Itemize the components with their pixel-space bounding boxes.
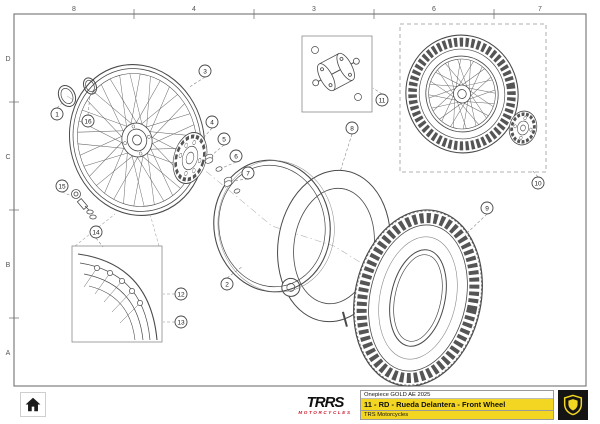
- svg-text:9: 9: [485, 205, 489, 212]
- svg-text:10: 10: [534, 180, 542, 187]
- svg-text:14: 14: [92, 229, 100, 236]
- callout-8[interactable]: 8: [345, 121, 359, 135]
- spoked-wheel: [68, 64, 206, 216]
- svg-text:1: 1: [55, 111, 59, 118]
- callout-5[interactable]: 5: [217, 132, 231, 146]
- svg-text:15: 15: [58, 183, 66, 190]
- assembled-wheel: [405, 34, 519, 154]
- callout-2[interactable]: 2: [220, 277, 234, 291]
- zone-number: 8: [72, 6, 76, 13]
- callout-16[interactable]: 16: [81, 114, 95, 128]
- rim-detail-box: [71, 213, 163, 343]
- svg-text:6: 6: [234, 153, 238, 160]
- callout-1[interactable]: 1: [50, 107, 64, 121]
- zone-letter: B: [6, 262, 11, 269]
- svg-text:13: 13: [177, 319, 185, 326]
- hub-detail-box: [301, 35, 373, 113]
- axle-seals: [57, 77, 98, 108]
- svg-text:2: 2: [225, 281, 229, 288]
- svg-text:5: 5: [222, 136, 226, 143]
- valve-stem-parts: [71, 189, 97, 220]
- brand-subtitle: MOTORCYCLES: [298, 409, 352, 415]
- svg-text:11: 11: [379, 97, 386, 104]
- callout-13[interactable]: 13: [174, 315, 188, 329]
- shield-icon: [563, 394, 583, 416]
- brake-disc: [172, 132, 208, 184]
- svg-text:7: 7: [246, 170, 250, 177]
- model-label: Onepiece GOLD AE 2025: [361, 391, 553, 399]
- svg-text:4: 4: [210, 119, 214, 126]
- zone-number: 7: [538, 6, 542, 13]
- zone-letter: D: [5, 56, 10, 63]
- callout-9[interactable]: 9: [480, 201, 494, 215]
- svg-text:3: 3: [203, 68, 207, 75]
- grid-zone-labels: 8 4 3 6 7 D C B A: [5, 6, 542, 357]
- spokes: [428, 59, 496, 129]
- brand-name: TRRS: [306, 393, 345, 411]
- zone-number: 4: [192, 6, 196, 13]
- callout-4[interactable]: 4: [205, 115, 219, 129]
- part-title: 11 - RD - Rueda Delantera - Front Wheel: [361, 399, 553, 411]
- callout-12[interactable]: 12: [174, 287, 188, 301]
- callout-10[interactable]: 10: [531, 176, 545, 190]
- zone-number: 6: [432, 6, 436, 13]
- brand-badge: [558, 390, 588, 420]
- svg-text:8: 8: [350, 125, 354, 132]
- callout-3[interactable]: 3: [198, 64, 212, 78]
- assembled-brake-disc: [508, 110, 538, 146]
- home-button[interactable]: [20, 392, 46, 417]
- home-icon: [25, 397, 41, 412]
- callout-7[interactable]: 7: [241, 166, 255, 180]
- callout-14[interactable]: 14: [89, 225, 103, 239]
- sheet-border: [13, 13, 587, 387]
- leader-lines: [56, 76, 539, 323]
- company-label: TRS Motorcycles: [361, 411, 553, 419]
- hub-flange-holes: [123, 124, 151, 156]
- assembled-wheel-box: [399, 23, 547, 173]
- svg-text:16: 16: [84, 118, 92, 125]
- front-tire: [353, 209, 483, 387]
- zone-number: 3: [312, 6, 316, 13]
- trrs-logo: TRRS MOTORCYCLES: [294, 390, 356, 420]
- rim-hoop: [213, 159, 335, 293]
- zone-letter: C: [5, 154, 10, 161]
- frame-ticks: [9, 9, 495, 319]
- title-block: TRRS MOTORCYCLES Onepiece GOLD AE 2025 1…: [294, 390, 588, 420]
- callout-6[interactable]: 6: [229, 149, 243, 163]
- spokes: [77, 73, 197, 207]
- callout-11[interactable]: 11: [375, 93, 389, 107]
- svg-text:12: 12: [177, 291, 185, 298]
- callout-15[interactable]: 15: [55, 179, 69, 193]
- disc-fasteners: [204, 153, 241, 194]
- title-block-rows: Onepiece GOLD AE 2025 11 - RD - Rueda De…: [360, 390, 554, 420]
- zone-letter: A: [6, 350, 11, 357]
